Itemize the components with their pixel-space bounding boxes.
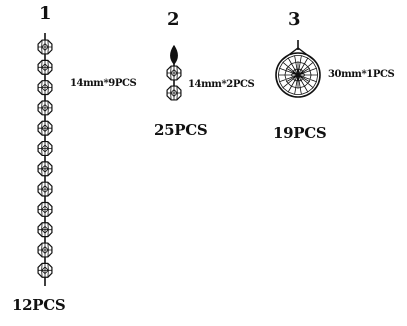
crystal-bead-icon [37, 242, 53, 258]
crystal-strand-1 [37, 33, 53, 286]
crystal-bead-icon [37, 161, 53, 177]
item-2-total: 25PCS [154, 121, 208, 139]
item-3-spec: 30mm*1PCS [328, 69, 395, 80]
item-2-number: 2 [167, 9, 180, 30]
strand-2-drop-icon [170, 44, 178, 65]
ball-facet-mesh [277, 55, 319, 95]
crystal-bead-icon [166, 65, 182, 81]
crystal-bead-icon [37, 201, 53, 217]
crystal-bead-icon [37, 262, 53, 278]
ball-crystal-tip [281, 47, 315, 61]
crystal-bead-icon [37, 59, 53, 75]
crystal-bead-icon [37, 80, 53, 96]
ball-crystal-icon [275, 52, 321, 98]
crystal-bead-icon [37, 181, 53, 197]
crystal-bead-icon [37, 39, 53, 55]
item-1-spec: 14mm*9PCS [70, 78, 137, 89]
item-1-total: 12PCS [12, 296, 66, 314]
crystal-strand-3 [275, 40, 321, 98]
item-3-total: 19PCS [273, 124, 327, 142]
crystal-bead-icon [37, 100, 53, 116]
item-1-number: 1 [39, 3, 52, 24]
item-3-number: 3 [288, 9, 301, 30]
crystal-strand-2 [166, 44, 182, 101]
item-2-spec: 14mm*2PCS [188, 79, 255, 90]
crystal-bead-icon [37, 140, 53, 157]
crystal-bead-icon [37, 120, 53, 136]
crystal-bead-icon [37, 222, 53, 238]
crystal-bead-icon [166, 85, 182, 101]
